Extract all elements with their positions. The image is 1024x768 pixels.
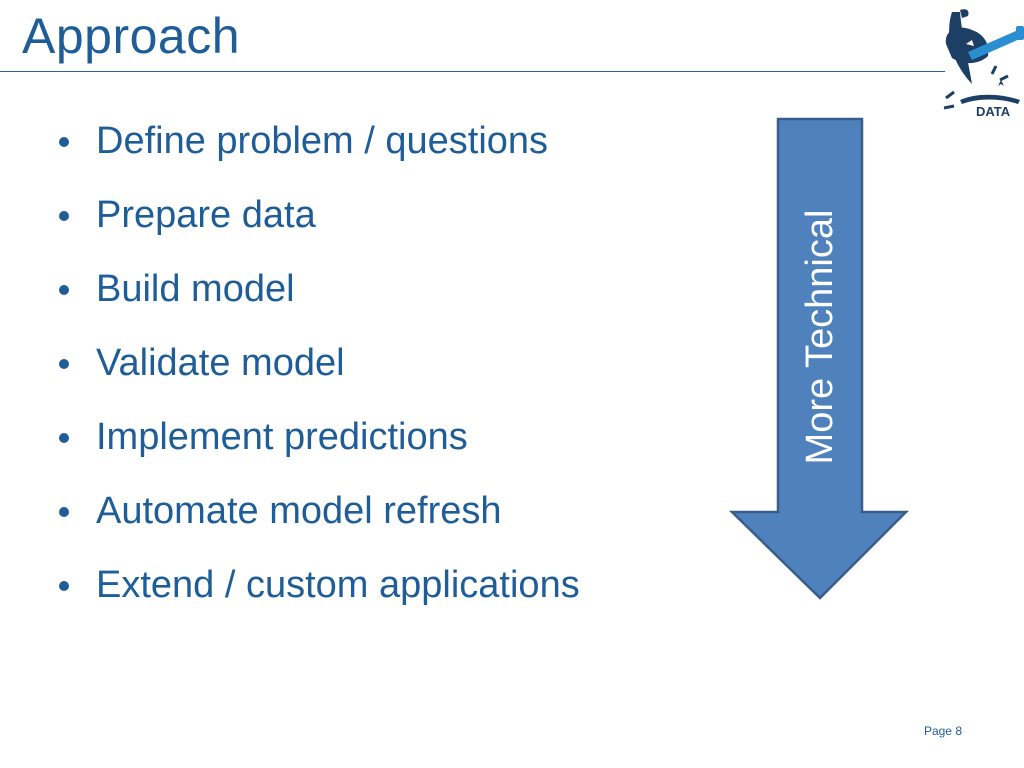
bullet-dot-icon [59,359,69,369]
page-number: Page 8 [923,724,962,738]
slide-title: Approach [22,8,241,64]
bullet-text: Define problem / questions [96,120,549,162]
bullet-dot-icon [59,507,69,517]
bullet-item: Extend / custom applications [56,554,580,628]
bullet-item: Implement predictions [56,406,580,480]
bullet-item: Build model [56,258,580,332]
bullet-text: Validate model [96,342,345,384]
bullet-item: Automate model refresh [56,480,580,554]
bullet-dot-icon [59,211,69,221]
bullet-item: Validate model [56,332,580,406]
bullet-list: Define problem / questions Prepare data … [56,110,580,628]
down-arrow-icon [728,117,910,600]
bullet-dot-icon [59,433,69,443]
logo-text: DATA [976,104,1011,119]
bullet-item: Define problem / questions [56,110,580,184]
bullet-text: Automate model refresh [96,490,502,532]
bullet-text: Build model [96,268,295,310]
title-divider [0,71,945,72]
bullet-dot-icon [59,581,69,591]
pickaxe-data-logo-icon: DATA [943,9,1024,119]
bullet-text: Prepare data [96,194,316,236]
bullet-dot-icon [59,137,69,147]
arrow-label: More Technical [799,209,841,465]
bullet-dot-icon [59,285,69,295]
bullet-text: Extend / custom applications [96,564,580,606]
bullet-item: Prepare data [56,184,580,258]
bullet-text: Implement predictions [96,416,468,458]
